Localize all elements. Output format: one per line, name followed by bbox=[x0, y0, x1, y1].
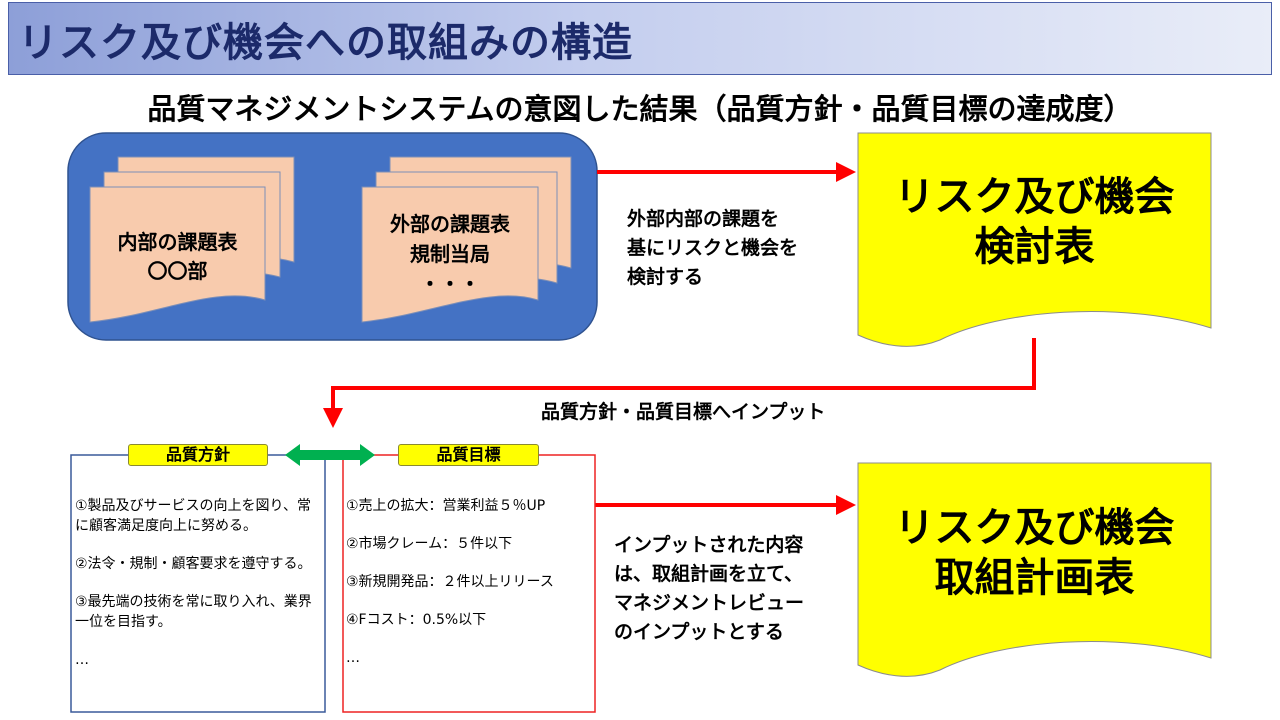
policy-item: ①製品及びサービスの向上を図り、常に顧客満足度向上に努める。 bbox=[75, 498, 311, 534]
title-bar bbox=[8, 2, 1272, 75]
objectives-list: ①売上の拡大：営業利益５％UP ②市場クレーム：５件以下 ③新規開発品：２件以上… bbox=[346, 496, 591, 686]
objective-item: ④Fコスト：0.5%以下 bbox=[346, 612, 487, 628]
policy-list: ①製品及びサービスの向上を図り、常に顧客満足度向上に努める。 ②法令・規制・顧客… bbox=[75, 496, 320, 688]
risk-review-doc-shape bbox=[857, 132, 1212, 347]
policy-item: ②法令・規制・顧客要求を遵守する。 bbox=[75, 556, 312, 572]
external-doc-line1: 外部の課題表 bbox=[390, 212, 510, 236]
risk-review-doc: リスク及び機会 検討表 bbox=[858, 172, 1211, 272]
external-doc-line3: ・・・ bbox=[420, 272, 480, 296]
policy-objectives-link-arrow bbox=[285, 444, 375, 466]
subtitle: 品質マネジメントシステムの意図した結果（品質方針・品質目標の達成度） bbox=[147, 92, 1133, 126]
plan-note: インプットされた内容 は、取組計画を立て、 マネジメントレビュー のインプットと… bbox=[614, 534, 805, 643]
objective-item: … bbox=[346, 650, 360, 666]
input-note: 品質方針・品質目標へインプット bbox=[541, 401, 826, 423]
external-issues-doc: 外部の課題表 規制当局 ・・・ bbox=[362, 209, 538, 299]
objective-item: ③新規開発品：２件以上リリース bbox=[346, 574, 554, 590]
policy-item: … bbox=[75, 652, 89, 668]
review-doc-line1: リスク及び機会 bbox=[894, 174, 1175, 220]
page-title: リスク及び機会への取組みの構造 bbox=[18, 20, 633, 66]
arrow-review-to-policy bbox=[323, 338, 1036, 428]
plan-doc-line2: 取組計画表 bbox=[934, 555, 1135, 601]
issues-to-review-note: 外部内部の課題を 基にリスクと機会を 検討する bbox=[627, 208, 799, 288]
risk-plan-doc-shape bbox=[857, 462, 1212, 677]
plan-doc-line1: リスク及び機会 bbox=[894, 505, 1175, 551]
policy-box bbox=[70, 454, 326, 713]
policy-item: ③最先端の技術を常に取り入れ、業界一位を目指す。 bbox=[75, 594, 312, 630]
internal-issues-doc: 内部の課題表 〇〇部 bbox=[90, 228, 265, 286]
objective-item: ②市場クレーム：５件以下 bbox=[346, 536, 513, 552]
objectives-box bbox=[342, 454, 596, 713]
risk-plan-doc: リスク及び機会 取組計画表 bbox=[858, 503, 1211, 603]
internal-issues-doc-stack bbox=[89, 156, 295, 323]
external-doc-line2: 規制当局 bbox=[410, 242, 490, 266]
internal-doc-line2: 〇〇部 bbox=[147, 259, 208, 283]
objective-item: ①売上の拡大：営業利益５％UP bbox=[346, 498, 546, 514]
objectives-label: 品質目標 bbox=[398, 444, 539, 466]
external-issues-doc-stack bbox=[361, 156, 572, 323]
policy-label: 品質方針 bbox=[128, 444, 268, 466]
internal-doc-line1: 内部の課題表 bbox=[117, 230, 238, 254]
review-doc-line2: 検討表 bbox=[974, 224, 1095, 270]
